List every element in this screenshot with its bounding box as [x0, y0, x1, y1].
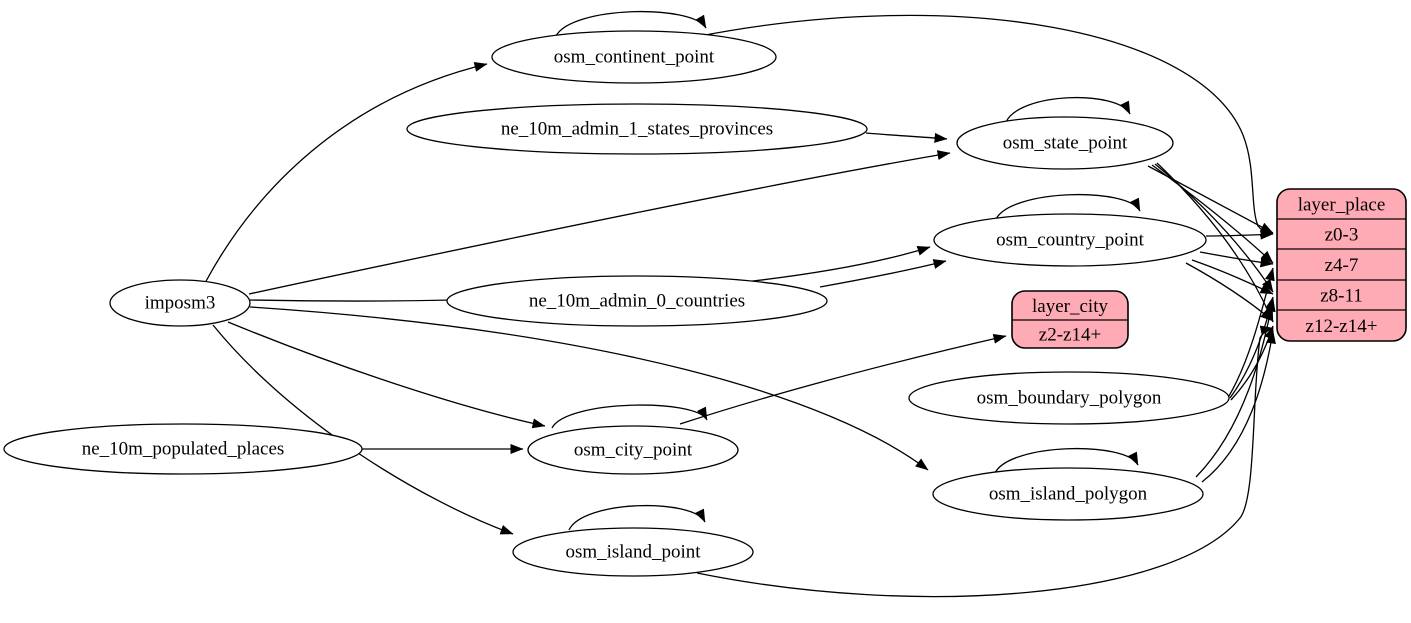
node-shape-osm_city_point [527, 425, 739, 475]
node-ne_10m_admin_0_countries: ne_10m_admin_0_countries [446, 275, 828, 327]
record-layer_place: layer_place z0-3 z4-7 z8-11 z12-z14+ [1276, 188, 1407, 342]
edge-osm_island_point-to-layer_place:z12-z14+ [696, 325, 1274, 598]
edge-osm_island_polygon-to-layer_place:z12-z14+ [1201, 330, 1276, 483]
node-shape-osm_continent_point [491, 30, 777, 84]
record-shape-layer_place [1276, 188, 1407, 342]
node-osm_city_point: osm_city_point [527, 425, 739, 475]
node-osm_country_point: osm_country_point [933, 213, 1207, 267]
edge-osm_state_point-to-layer_place:z4-7 [1151, 164, 1274, 264]
edge-osm_country_point-to-osm_country_point [995, 193, 1141, 220]
node-shape-osm_island_point [512, 527, 754, 577]
node-osm_continent_point: osm_continent_point [491, 30, 777, 84]
node-label-imposm3: imposm3 [145, 293, 216, 314]
edge-osm_island_polygon-to-osm_island_polygon [994, 447, 1139, 474]
node-label-osm_city_point: osm_city_point [574, 440, 693, 461]
node-osm_state_point: osm_state_point [956, 116, 1174, 170]
node-shape-osm_country_point [933, 213, 1207, 267]
edge-ne_10m_admin_1_states_provinces-to-osm_state_point [865, 132, 948, 143]
record-layer_city: layer_city z2-z14+ [1011, 290, 1129, 349]
node-shape-ne_10m_admin_1_states_provinces [406, 103, 868, 155]
node-imposm3: imposm3 [109, 279, 251, 327]
node-osm_boundary_polygon: osm_boundary_polygon [908, 371, 1230, 425]
record-row-layer_place-z4-7: z4-7 [1325, 255, 1359, 276]
edge-imposm3-to-osm_city_point [227, 321, 546, 429]
edge-osm_country_point-to-layer_place:z8-11 [1191, 259, 1274, 295]
edge-osm_country_point-to-layer_place:z12-z14+ [1185, 262, 1274, 322]
node-label-osm_country_point: osm_country_point [996, 230, 1144, 251]
edge-imposm3-to-osm_island_polygon [249, 306, 929, 471]
node-label-ne_10m_admin_1_states_provinces: ne_10m_admin_1_states_provinces [501, 119, 773, 140]
node-shape-ne_10m_populated_places [3, 423, 363, 475]
edge-osm_boundary_polygon-to-layer_place:z4-7 [1228, 267, 1275, 397]
edge-imposm3-to-osm_continent_point [204, 62, 488, 284]
node-label-ne_10m_admin_0_countries: ne_10m_admin_0_countries [529, 291, 745, 312]
edge-osm_city_point-to-layer_city:z2-z14+ [679, 333, 1007, 425]
record-row-layer_place-z12-z14+: z12-z14+ [1306, 316, 1378, 337]
record-row-layer_place-layer_place: layer_place [1298, 195, 1386, 216]
node-shape-osm_boundary_polygon [908, 371, 1230, 425]
edge-osm_city_point-to-osm_city_point [551, 404, 708, 429]
node-label-ne_10m_populated_places: ne_10m_populated_places [82, 439, 285, 460]
edge-osm_continent_point-to-osm_continent_point [555, 10, 707, 37]
edge-osm_continent_point-to-layer_place:z0-3 [699, 14, 1274, 237]
node-osm_island_point: osm_island_point [512, 527, 754, 577]
record-row-layer_place-z8-11: z8-11 [1320, 286, 1363, 307]
node-shape-osm_state_point [956, 116, 1174, 170]
record-row-layer_place-z0-3: z0-3 [1325, 225, 1359, 246]
edge-osm_island_polygon-to-layer_place:z8-11 [1195, 298, 1276, 478]
edge-imposm3-to-osm_state_point [248, 150, 951, 295]
record-row-layer_city-z2-z14+: z2-z14+ [1039, 325, 1101, 346]
node-shape-osm_island_polygon [932, 467, 1204, 521]
node-label-osm_boundary_polygon: osm_boundary_polygon [977, 388, 1162, 409]
node-ne_10m_admin_1_states_provinces: ne_10m_admin_1_states_provinces [406, 103, 868, 155]
node-shape-ne_10m_admin_0_countries [446, 275, 828, 327]
node-label-osm_island_point: osm_island_point [565, 542, 701, 563]
edge-osm_country_point-to-layer_place:z4-7 [1199, 251, 1274, 268]
node-shape-imposm3 [109, 279, 251, 327]
edge-osm_country_point-to-layer_place:z0-3 [1205, 229, 1274, 240]
record-row-layer_city-layer_city: layer_city [1032, 296, 1108, 317]
node-label-osm_state_point: osm_state_point [1003, 133, 1128, 154]
node-osm_island_polygon: osm_island_polygon [932, 467, 1204, 521]
edge-osm_state_point-to-osm_state_point [1005, 96, 1131, 123]
node-label-osm_island_polygon: osm_island_polygon [989, 484, 1148, 505]
edge-osm_island_point-to-osm_island_point [568, 504, 706, 531]
node-ne_10m_populated_places: ne_10m_populated_places [3, 423, 363, 475]
node-label-osm_continent_point: osm_continent_point [554, 47, 715, 68]
edge-ne_10m_admin_0_countries-to-osm_country_point [819, 259, 947, 288]
